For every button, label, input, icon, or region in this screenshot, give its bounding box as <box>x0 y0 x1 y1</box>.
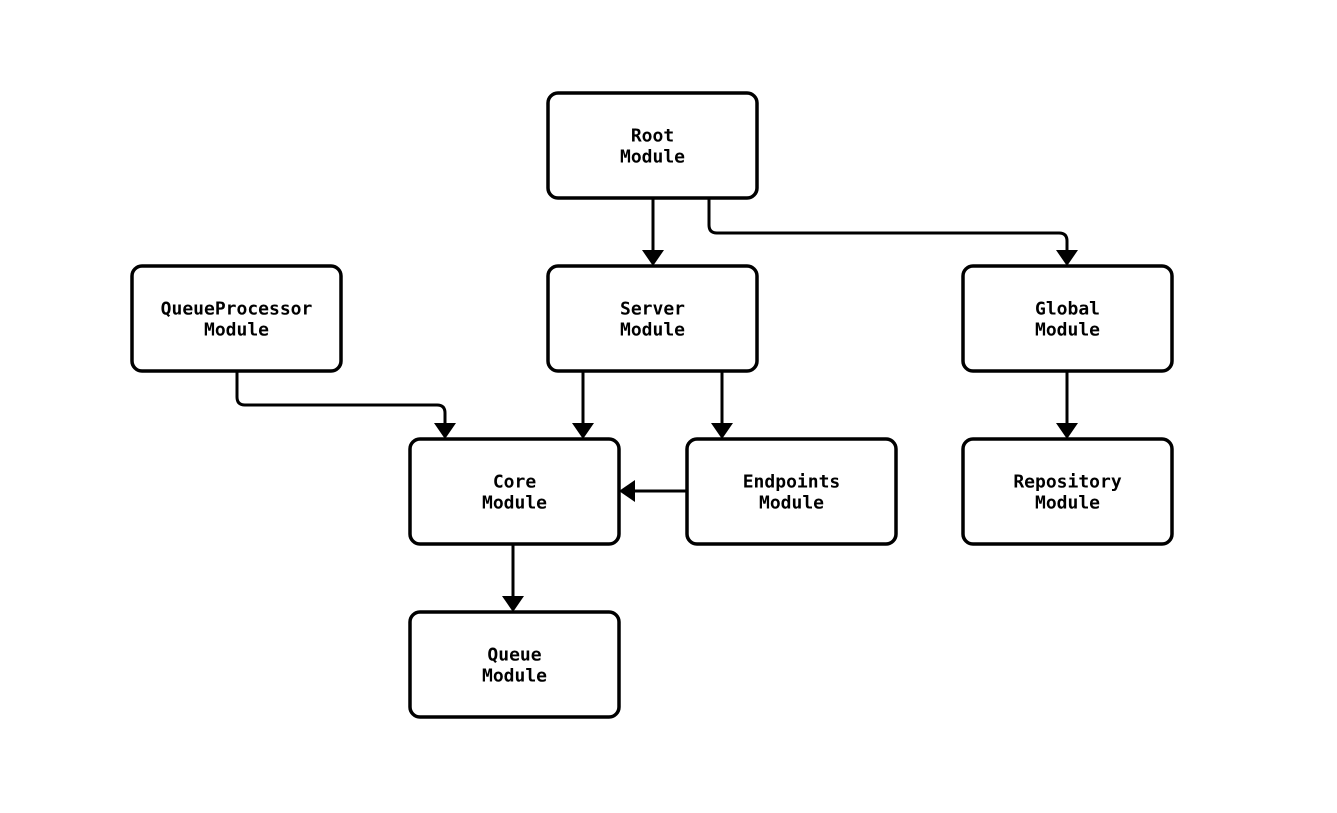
edge-queueprocessor-module-to-core-module <box>235 371 456 439</box>
edge-server-module-to-core-module <box>572 371 594 439</box>
arrowhead-icon-global-module-to-repository-module <box>1056 423 1078 439</box>
arrowhead-icon-server-module-to-core-module <box>572 423 594 439</box>
node-root-module-box <box>546 91 759 200</box>
edge-global-module-to-repository-module <box>1056 371 1078 439</box>
node-queue-module-box <box>408 610 621 719</box>
node-queueprocessor-module-box <box>130 264 343 373</box>
edge-core-module-to-queue-module <box>502 543 524 612</box>
edge-server-module-to-endpoints-module <box>711 371 733 439</box>
arrowhead-icon-server-module-to-endpoints-module <box>711 423 733 439</box>
node-repository-module-box <box>961 437 1174 546</box>
edge-line-queueprocessor-module-to-core-module <box>235 371 447 423</box>
arrowhead-icon-endpoints-module-to-core-module <box>619 480 635 502</box>
edge-endpoints-module-to-core-module <box>619 480 687 502</box>
arrowhead-icon-root-module-to-server-module <box>642 250 664 266</box>
node-endpoints-module-box <box>685 437 898 546</box>
edge-root-module-to-server-module <box>642 198 664 266</box>
node-global-module-box <box>961 264 1174 373</box>
edge-root-module-to-global-module <box>707 198 1078 266</box>
edge-line-root-module-to-global-module <box>707 198 1069 250</box>
arrowhead-icon-root-module-to-global-module <box>1056 250 1078 266</box>
node-core-module-box <box>408 437 621 546</box>
arrowhead-icon-queueprocessor-module-to-core-module <box>434 423 456 439</box>
arrowhead-icon-core-module-to-queue-module <box>502 596 524 612</box>
node-server-module-box <box>546 264 759 373</box>
